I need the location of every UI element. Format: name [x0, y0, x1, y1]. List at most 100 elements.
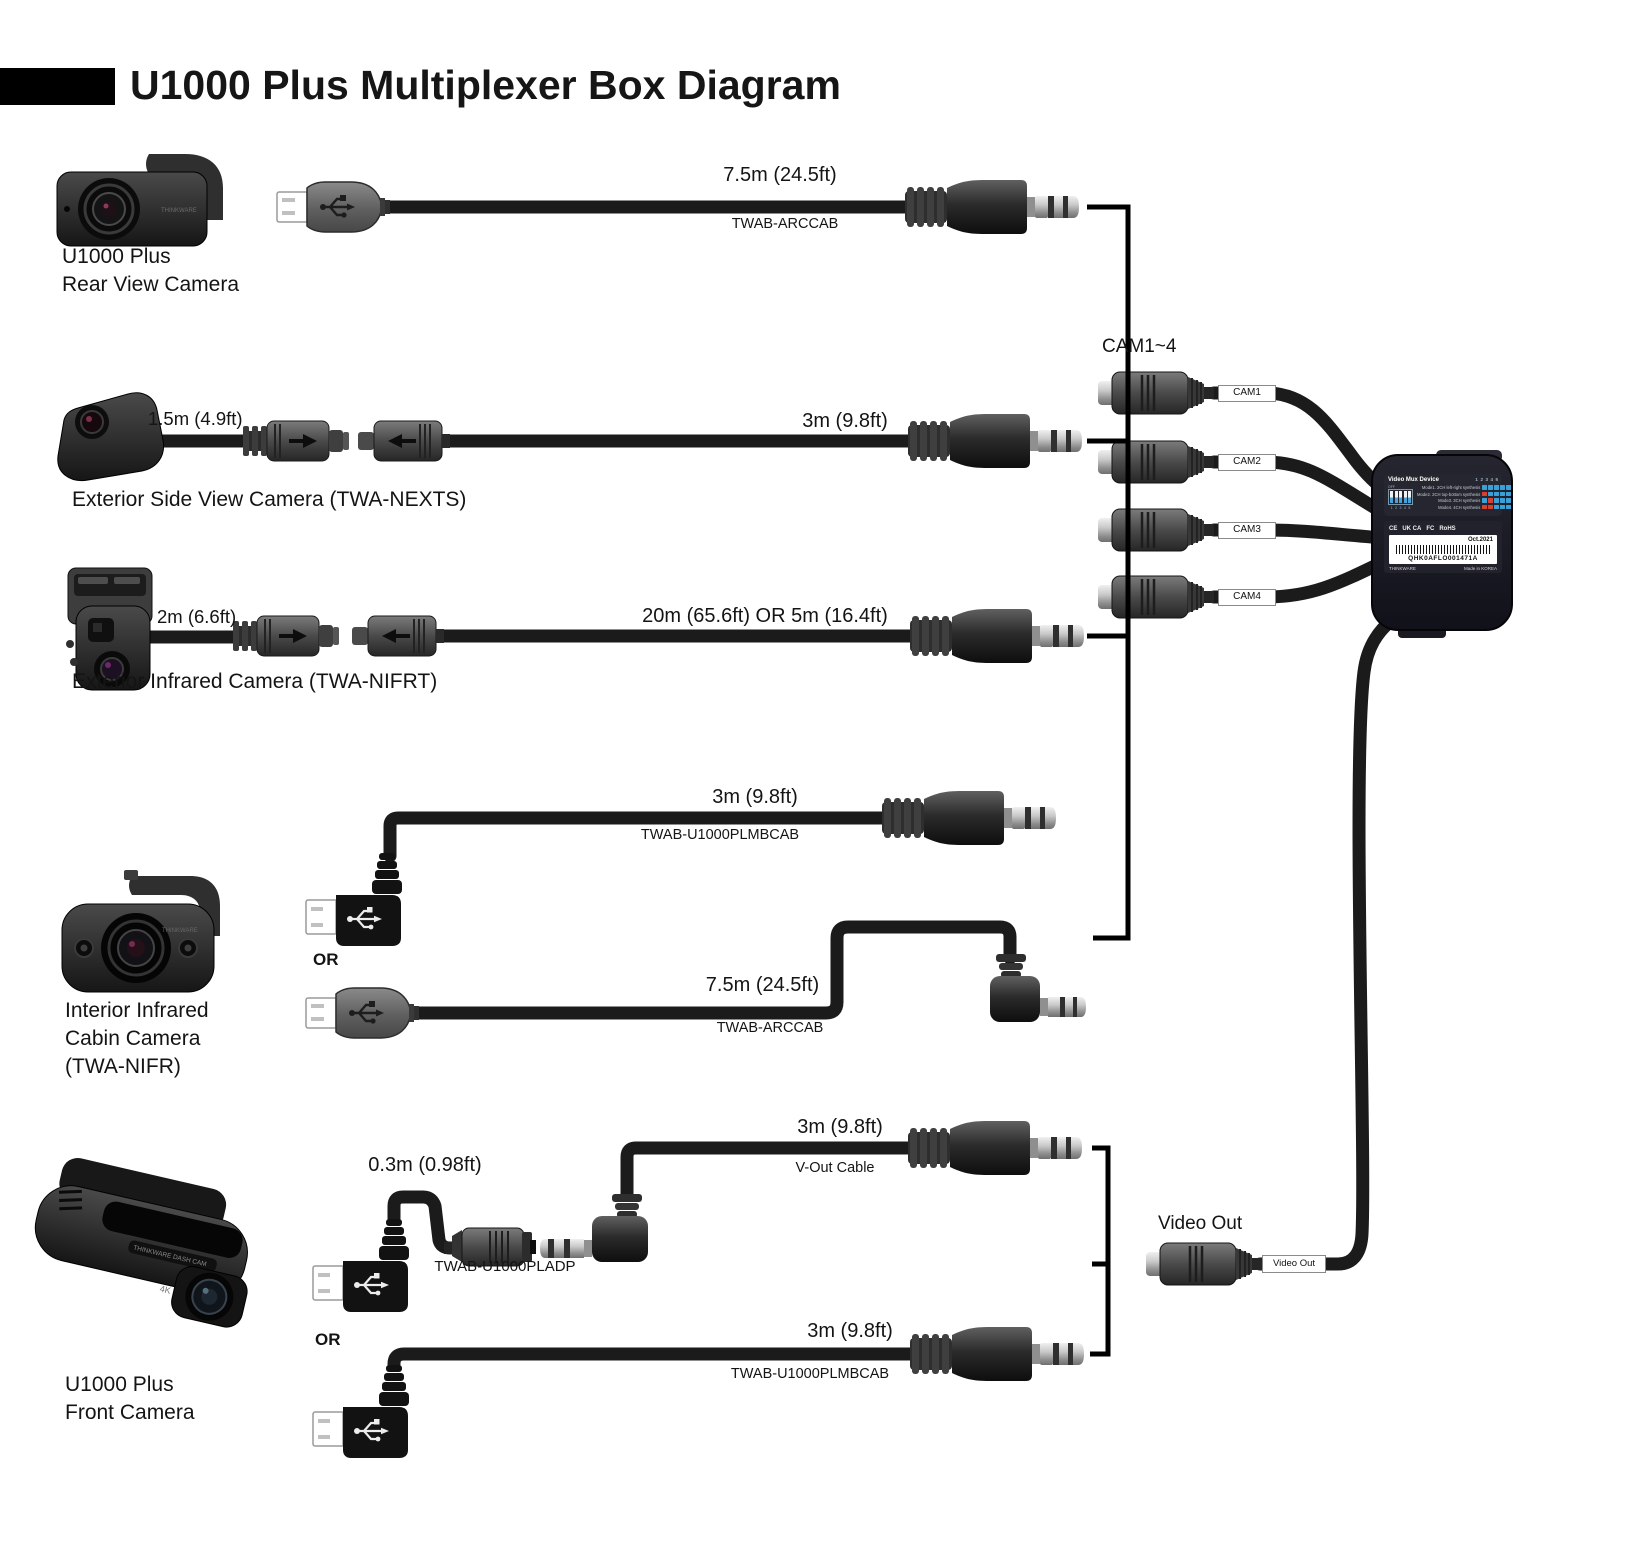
cam2-connector-icon — [1096, 439, 1216, 485]
switch-square — [1488, 485, 1493, 490]
video-out-connector-icon — [1144, 1241, 1264, 1287]
cam3-connector-icon — [1096, 507, 1216, 553]
right-angle-micro-usb-icon — [304, 851, 404, 948]
vout-length-label: 3m (9.8ft) — [797, 1116, 883, 1138]
barcode-image — [1396, 545, 1490, 554]
switch-square — [1506, 491, 1511, 497]
mux-mode-row: Mode3. 3CH synthesis — [1417, 498, 1511, 503]
jack-plug-icon — [905, 180, 1079, 234]
cam1-fan-cable — [1207, 386, 1392, 498]
video-out-section-label: Video Out — [1158, 1213, 1243, 1234]
din-male-connector-icon — [231, 614, 341, 658]
cert-mark: RoHS — [1439, 525, 1456, 532]
cam3-port-tag: CAM3 — [1218, 522, 1276, 539]
cam1-port-tag: CAM1 — [1218, 385, 1276, 402]
switch-square — [1506, 504, 1511, 510]
interior-camera-name-line2: Cabin Camera — [65, 1027, 201, 1050]
switch-square — [1482, 491, 1487, 497]
cam-group-title: CAM1~4 — [1102, 336, 1177, 357]
mux-mode-label: Mode4. 4CH synthesis — [1438, 504, 1481, 510]
vout-cable — [620, 1141, 919, 1201]
alt-length-label: 3m (9.8ft) — [807, 1320, 893, 1342]
mux-dip-off-label: OFF — [1388, 485, 1395, 489]
front-camera-image: THINKWARE DASH CAM 4K — [34, 1158, 248, 1328]
cam4-port-tag: CAM4 — [1218, 589, 1276, 606]
switch-square — [1500, 498, 1505, 503]
side-camera-image — [57, 392, 165, 482]
switch-square — [1488, 498, 1493, 503]
dip-column-label: 3 — [1485, 477, 1488, 482]
infrared-camera-caption: Exterior Infrared Camera (TWA-NIFRT) — [72, 670, 438, 693]
infrared-extension-length-label: 20m (65.6ft) OR 5m (16.4ft) — [642, 605, 888, 627]
grouping-brackets — [1087, 204, 1131, 1357]
jack-plug-icon — [908, 1121, 1082, 1175]
dip-switch-bar — [1394, 491, 1398, 503]
mux-mode-label: Mode3. 3CH synthesis — [1438, 498, 1481, 503]
dip-number-label: 4 — [1403, 506, 1406, 510]
mux-mode-switch-pattern — [1482, 498, 1511, 503]
dip-number-label: 1 — [1390, 506, 1393, 510]
cert-mark: FC — [1426, 525, 1435, 532]
dip-switch-bar — [1390, 491, 1393, 503]
video-out-tag: Video Out — [1262, 1255, 1326, 1273]
micro-usb-connector-icon — [275, 180, 392, 234]
switch-square — [1488, 491, 1493, 497]
rear-camera-name-line2: Rear View Camera — [62, 273, 240, 296]
title-accent-bar — [0, 68, 115, 105]
switch-square — [1482, 485, 1487, 490]
switch-square — [1500, 504, 1505, 510]
front-camera-name-line1: U1000 Plus — [65, 1373, 174, 1396]
infrared-camera-image — [66, 567, 153, 691]
dip-number-label: 5 — [1408, 506, 1411, 510]
dip-switch-bar — [1403, 491, 1407, 503]
rear-cable-part-label: TWAB-ARCCAB — [731, 216, 839, 232]
din-female-connector-icon — [356, 419, 452, 463]
right-angle-jack-icon — [540, 1194, 648, 1262]
mux-cert-marks: CE UK CA FC RoHS — [1389, 524, 1497, 533]
jack-plug-icon — [882, 791, 1056, 845]
adapter-cable — [387, 1190, 463, 1255]
interior-or-label: OR — [313, 950, 339, 969]
dip-column-label: 5 — [1495, 477, 1498, 482]
mux-mode-switch-pattern — [1482, 491, 1511, 497]
mux-dip-bars — [1388, 489, 1413, 505]
video-out-bracket — [1090, 1145, 1111, 1357]
switch-square — [1506, 498, 1511, 503]
switch-square — [1482, 504, 1487, 510]
rear-cable-length-label: 7.5m (24.5ft) — [723, 164, 837, 186]
interior-75m-cable — [405, 920, 1017, 1020]
cert-mark: CE — [1389, 525, 1398, 532]
front-camera-name-line2: Front Camera — [65, 1401, 195, 1424]
mux-date: Oct.2021 — [1467, 537, 1493, 543]
front-or-label: OR — [315, 1330, 341, 1349]
side-pigtail-length-label: 1.5m (4.9ft) — [148, 408, 243, 429]
cert-mark: UK CA — [1402, 525, 1422, 532]
dip-switch-bar — [1408, 491, 1411, 503]
mux-mode-row: Mode1. 2CH left-right synthesis — [1417, 485, 1511, 490]
dip-column-label: 2 — [1480, 477, 1483, 482]
cam1-connector-icon — [1096, 370, 1216, 416]
adapter-barrel-icon — [444, 1227, 536, 1267]
interior-option2-part-label: TWAB-ARCCAB — [716, 1020, 824, 1036]
mux-serial-sticker: Oct.2021 QHK0AFLO001471A — [1389, 535, 1497, 564]
mux-mode-switch-pattern — [1482, 504, 1511, 510]
adapter-length-label: 0.3m (0.98ft) — [368, 1154, 482, 1176]
right-angle-micro-usb-icon — [311, 1363, 411, 1460]
mux-mode-row: Mode2. 2CH top-bottom synthesis — [1417, 492, 1511, 497]
video-out-fan-cable — [1253, 613, 1399, 1271]
din-male-connector-icon — [241, 419, 351, 463]
interior-option2-length-label: 7.5m (24.5ft) — [705, 974, 820, 996]
dip-switch-bar — [1399, 491, 1402, 503]
infrared-pigtail-length-label: 2m (6.6ft) — [157, 606, 237, 627]
right-angle-micro-usb-icon — [311, 1217, 411, 1314]
dip-column-label: 4 — [1490, 477, 1493, 482]
page-title: U1000 Plus Multiplexer Box Diagram — [130, 62, 841, 108]
mux-mode-label: Mode2. 2CH top-bottom synthesis — [1417, 491, 1481, 497]
